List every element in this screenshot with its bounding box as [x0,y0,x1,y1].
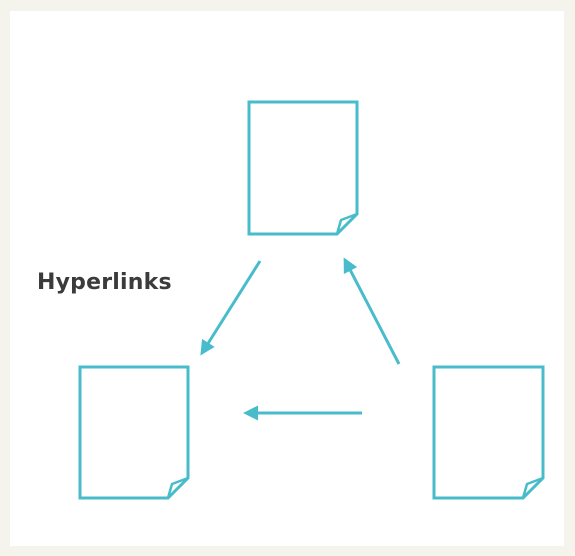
document-icon [78,365,190,500]
hyperlink-arrow [200,260,262,356]
document-icon [432,365,545,500]
hyperlinks-label: Hyperlinks [37,270,172,295]
document-icon [247,100,359,236]
hyperlink-arrow [343,257,401,365]
